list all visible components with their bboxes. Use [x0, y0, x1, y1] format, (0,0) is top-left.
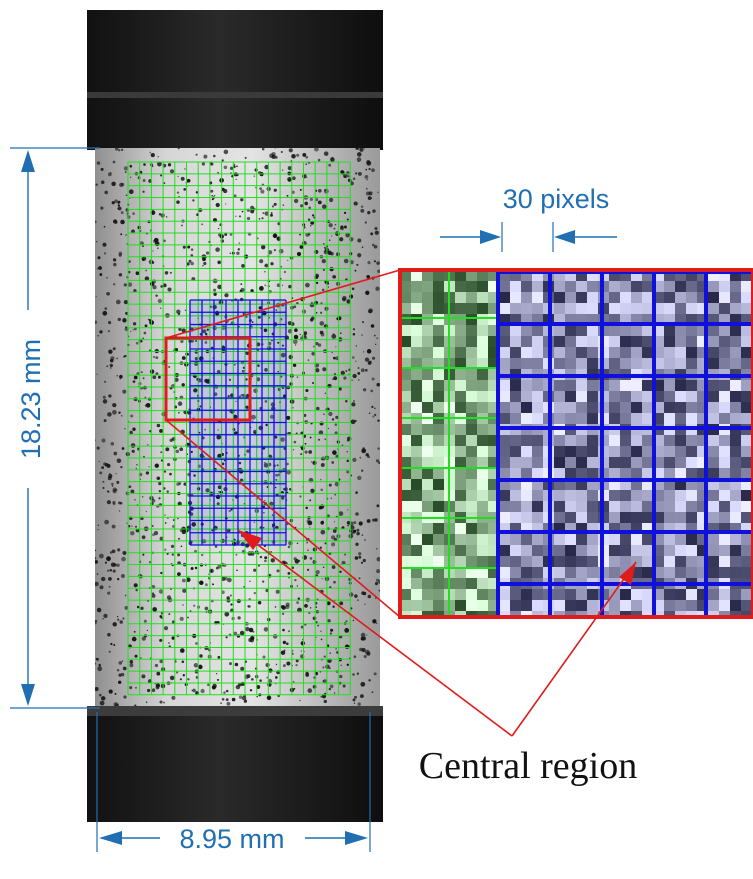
arrow-down-icon	[21, 684, 35, 706]
height-label: 18.23 mm	[16, 339, 46, 459]
zoom-connector-top	[165, 269, 401, 339]
arrow-head-icon	[238, 530, 262, 550]
arrow-head-icon	[619, 562, 636, 585]
arrow-left-icon	[99, 831, 122, 845]
arrow-right-icon	[345, 831, 368, 845]
speckle-pattern	[95, 148, 380, 707]
arrow-up-icon	[21, 150, 35, 172]
zoom-inset	[398, 268, 753, 619]
upper-grip	[87, 10, 383, 150]
central-subset-grid	[189, 299, 287, 546]
step-dimension: 30 pixels	[440, 184, 617, 252]
width-label: 8.95 mm	[179, 824, 284, 854]
central-region-label: Central region	[419, 745, 637, 787]
arrow-right-icon	[480, 230, 501, 244]
width-dimension: 8.95 mm	[96, 712, 371, 854]
height-dimension: 18.23 mm	[10, 147, 100, 709]
zoom-source-box	[164, 336, 252, 422]
lower-grip	[87, 706, 383, 822]
outer-subset-grid	[127, 161, 351, 696]
zoom-connector-bottom	[165, 419, 401, 618]
arrow-left-icon	[554, 230, 575, 244]
specimen-photo	[87, 10, 383, 822]
step-label: 30 pixels	[503, 184, 610, 214]
central-region-annotation: Central region	[237, 529, 637, 787]
